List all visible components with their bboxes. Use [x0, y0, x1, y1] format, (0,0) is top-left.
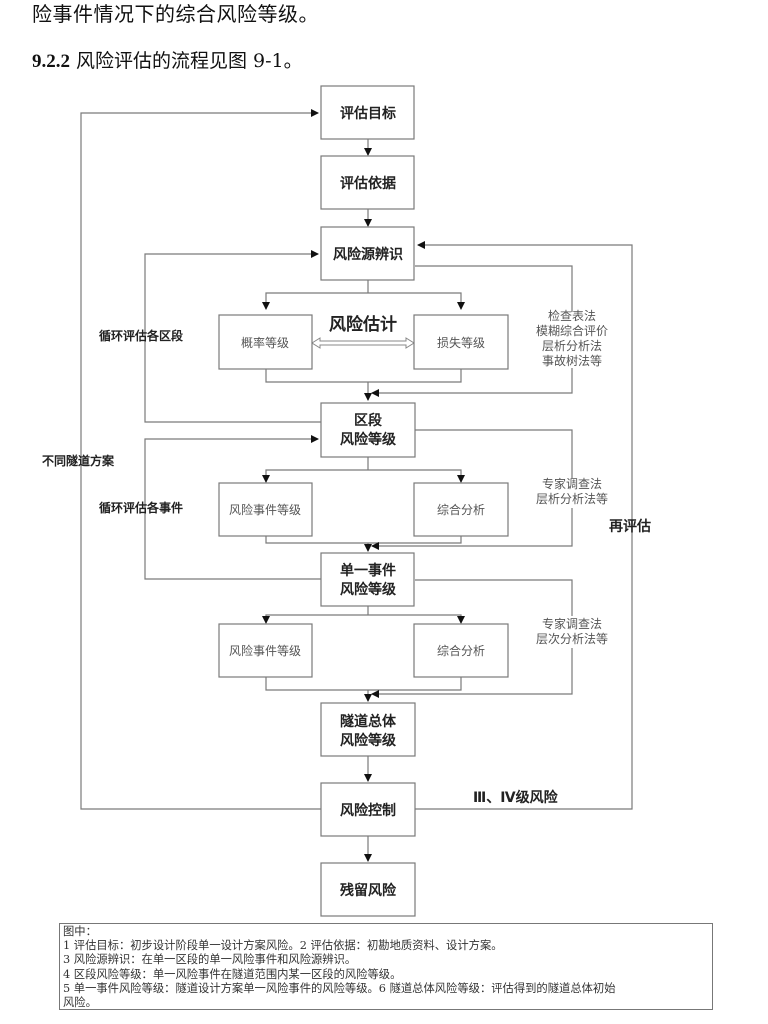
method-loop-2-return: [371, 508, 573, 550]
label-goal: 评估目标: [340, 105, 396, 122]
connector-to-analysis-1: [368, 469, 465, 483]
connector-to-event-level-2: [262, 614, 368, 624]
method-loop-1-return: [371, 368, 573, 397]
label-source-id: 风险源辨识: [333, 246, 403, 263]
label-single-event-2: 风险等级: [340, 581, 397, 598]
box-event-level-2: [218, 623, 313, 678]
reassess-loop-line: [415, 241, 633, 810]
box-goal: [320, 85, 415, 140]
box-source-id: [320, 226, 415, 281]
box-control: [320, 782, 416, 837]
method-1-line-3: 层析分析法: [542, 339, 602, 353]
section-text: 风险评估的流程见图 9-1。: [76, 50, 303, 72]
box-analysis-2: [413, 623, 509, 678]
label-residual: 残留风险: [340, 882, 397, 899]
connector-to-probability: [262, 292, 368, 310]
label-tunnel-1: 隧道总体: [340, 713, 397, 730]
method-loop-3: [415, 579, 573, 616]
label-section-risk-1: 区段: [354, 412, 382, 429]
box-analysis-1: [413, 482, 509, 537]
legend-line: 风险。: [63, 996, 97, 1010]
label-loop-sections: 循环评估各区段: [99, 328, 184, 343]
legend-line: 4 区段风险等级：单一风险事件在隧道范围内某一区段的风险等级。: [63, 967, 402, 981]
label-different-schemes: 不同隧道方案: [42, 453, 115, 468]
box-event-level-1: [218, 482, 313, 537]
loop-sections-line: [144, 250, 321, 423]
label-analysis-2: 综合分析: [437, 643, 485, 658]
label-event-level-2: 风险事件等级: [229, 643, 301, 658]
intro-text-line: 险事件情况下的综合风险等级。: [32, 2, 319, 26]
label-risk-estimate: 风险估计: [329, 314, 397, 335]
legend-title: 图中：: [63, 925, 97, 938]
box-section-risk: [320, 402, 416, 458]
connector-merge-1: [265, 369, 462, 383]
method-3-line-1: 专家调查法: [542, 616, 602, 631]
box-probability: [218, 314, 313, 370]
label-loss: 损失等级: [437, 335, 485, 350]
box-single-event-risk: [320, 552, 415, 607]
method-1-line-1: 检查表法: [548, 308, 596, 323]
method-loop-1: [415, 265, 573, 312]
method-loop-2: [415, 429, 573, 478]
method-1-line-4: 事故树法等: [542, 353, 602, 368]
legend-line: 1 评估目标：初步设计阶段单一设计方案风险。2 评估依据：初勘地质资料、设计方案…: [63, 939, 503, 953]
method-loop-3-return: [371, 648, 573, 698]
loop-events-line: [144, 435, 321, 580]
label-probability: 概率等级: [241, 335, 289, 350]
connector-to-event-level-1: [262, 469, 368, 483]
figure-legend: 图中： 1 评估目标：初步设计阶段单一设计方案风险。2 评估依据：初勘地质资料、…: [59, 923, 713, 1010]
label-event-level-1: 风险事件等级: [229, 502, 301, 517]
label-control: 风险控制: [340, 802, 396, 819]
label-single-event-1: 单一事件: [340, 562, 396, 579]
risk-estimate-double-arrow: [311, 337, 415, 349]
connector-to-analysis-2: [368, 614, 465, 624]
legend-line: 5 单一事件风险等级：隧道设计方案单一风险事件的风险等级。6 隧道总体风险等级：…: [63, 981, 616, 995]
schemes-loop-line: [80, 109, 321, 810]
label-section-risk-2: 风险等级: [340, 431, 397, 448]
method-2-line-2: 层析分析法等: [536, 492, 608, 506]
section-number: 9.2.2: [32, 51, 70, 72]
method-2-line-1: 专家调查法: [542, 476, 602, 491]
section-heading: 9.2.2 风险评估的流程见图 9-1。: [32, 46, 303, 73]
label-basis: 评估依据: [340, 175, 396, 192]
label-loop-events: 循环评估各事件: [99, 500, 183, 515]
method-3-line-2: 层次分析法等: [536, 632, 608, 646]
connector-merge-2: [265, 536, 462, 544]
connector-merge-3: [265, 677, 462, 691]
legend-line: 3 风险源辨识：在单一区段的单一风险事件和风险源辨识。: [63, 953, 357, 967]
label-risk-levels: Ⅲ、Ⅳ级风险: [473, 789, 559, 806]
box-residual: [320, 862, 416, 917]
method-1-line-2: 模糊综合评价: [536, 323, 608, 338]
box-basis: [320, 155, 415, 210]
box-loss: [413, 314, 509, 370]
label-tunnel-2: 风险等级: [340, 732, 397, 749]
label-reassess: 再评估: [609, 518, 651, 535]
box-tunnel-risk: [320, 702, 416, 757]
label-analysis-1: 综合分析: [437, 502, 485, 517]
connector-to-loss: [368, 292, 465, 310]
